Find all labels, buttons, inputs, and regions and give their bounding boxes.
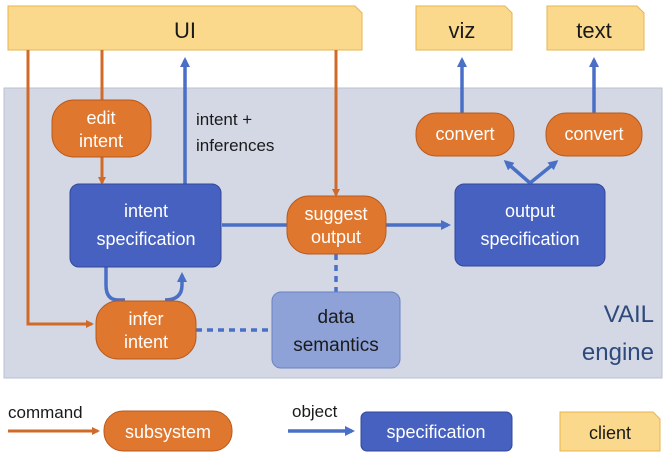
suggest-output-label-1: suggest	[304, 204, 367, 224]
infer-intent-to-intent-spec-arrow	[164, 272, 187, 302]
intent-inferences-annotation-2: inferences	[196, 136, 274, 155]
data-semantics-label-2: semantics	[293, 335, 379, 356]
intent-specification-node[interactable]	[69, 183, 222, 268]
legend-client-label: client	[589, 423, 631, 443]
ui-client-label: UI	[174, 18, 196, 43]
legend-object-label: object	[292, 402, 338, 421]
output-spec-label-2: specification	[480, 229, 579, 249]
engine-label-2: engine	[582, 339, 654, 366]
edit-intent-label-1: edit	[86, 108, 115, 128]
infer-intent-label-1: infer	[128, 309, 163, 329]
legend-client-box	[559, 411, 661, 452]
text-client-box[interactable]	[546, 5, 645, 51]
viz-client-box[interactable]	[415, 5, 513, 51]
output-spec-to-convert-left-arrow	[503, 160, 532, 185]
data-semantics-label-1: data	[318, 307, 355, 328]
intent-spec-label-1: intent	[124, 201, 168, 221]
legend-specification-label: specification	[386, 422, 485, 442]
data-semantics-node[interactable]	[271, 291, 401, 369]
ui-to-infer-intent-arrow	[26, 50, 94, 328]
convert-left-node[interactable]	[415, 112, 515, 157]
output-spec-label-1: output	[505, 201, 555, 221]
output-specification-node[interactable]	[454, 183, 606, 267]
engine-label-1: VAIL	[604, 301, 654, 328]
suggest-output-label-2: output	[311, 227, 361, 247]
intent-spec-label-2: specification	[96, 229, 195, 249]
text-client-label: text	[576, 18, 611, 43]
infer-intent-label-2: intent	[124, 332, 168, 352]
suggest-output-node[interactable]	[286, 195, 387, 255]
edit-intent-node[interactable]	[51, 99, 152, 158]
legend-specification-node	[360, 411, 513, 452]
output-spec-to-convert-right-arrow	[528, 160, 559, 185]
ui-client-box[interactable]	[7, 5, 363, 51]
convert-left-label: convert	[435, 124, 494, 144]
viz-client-label: viz	[449, 18, 476, 43]
legend-subsystem-node	[103, 410, 233, 452]
intent-inferences-annotation-1: intent +	[196, 110, 252, 129]
legend-command-label: command	[8, 403, 83, 422]
convert-right-label: convert	[564, 124, 623, 144]
convert-right-node[interactable]	[545, 112, 643, 157]
infer-intent-node[interactable]	[95, 300, 197, 360]
legend-subsystem-label: subsystem	[125, 422, 211, 442]
edit-intent-label-2: intent	[79, 131, 123, 151]
intent-spec-to-infer-intent-arrow	[104, 267, 125, 302]
